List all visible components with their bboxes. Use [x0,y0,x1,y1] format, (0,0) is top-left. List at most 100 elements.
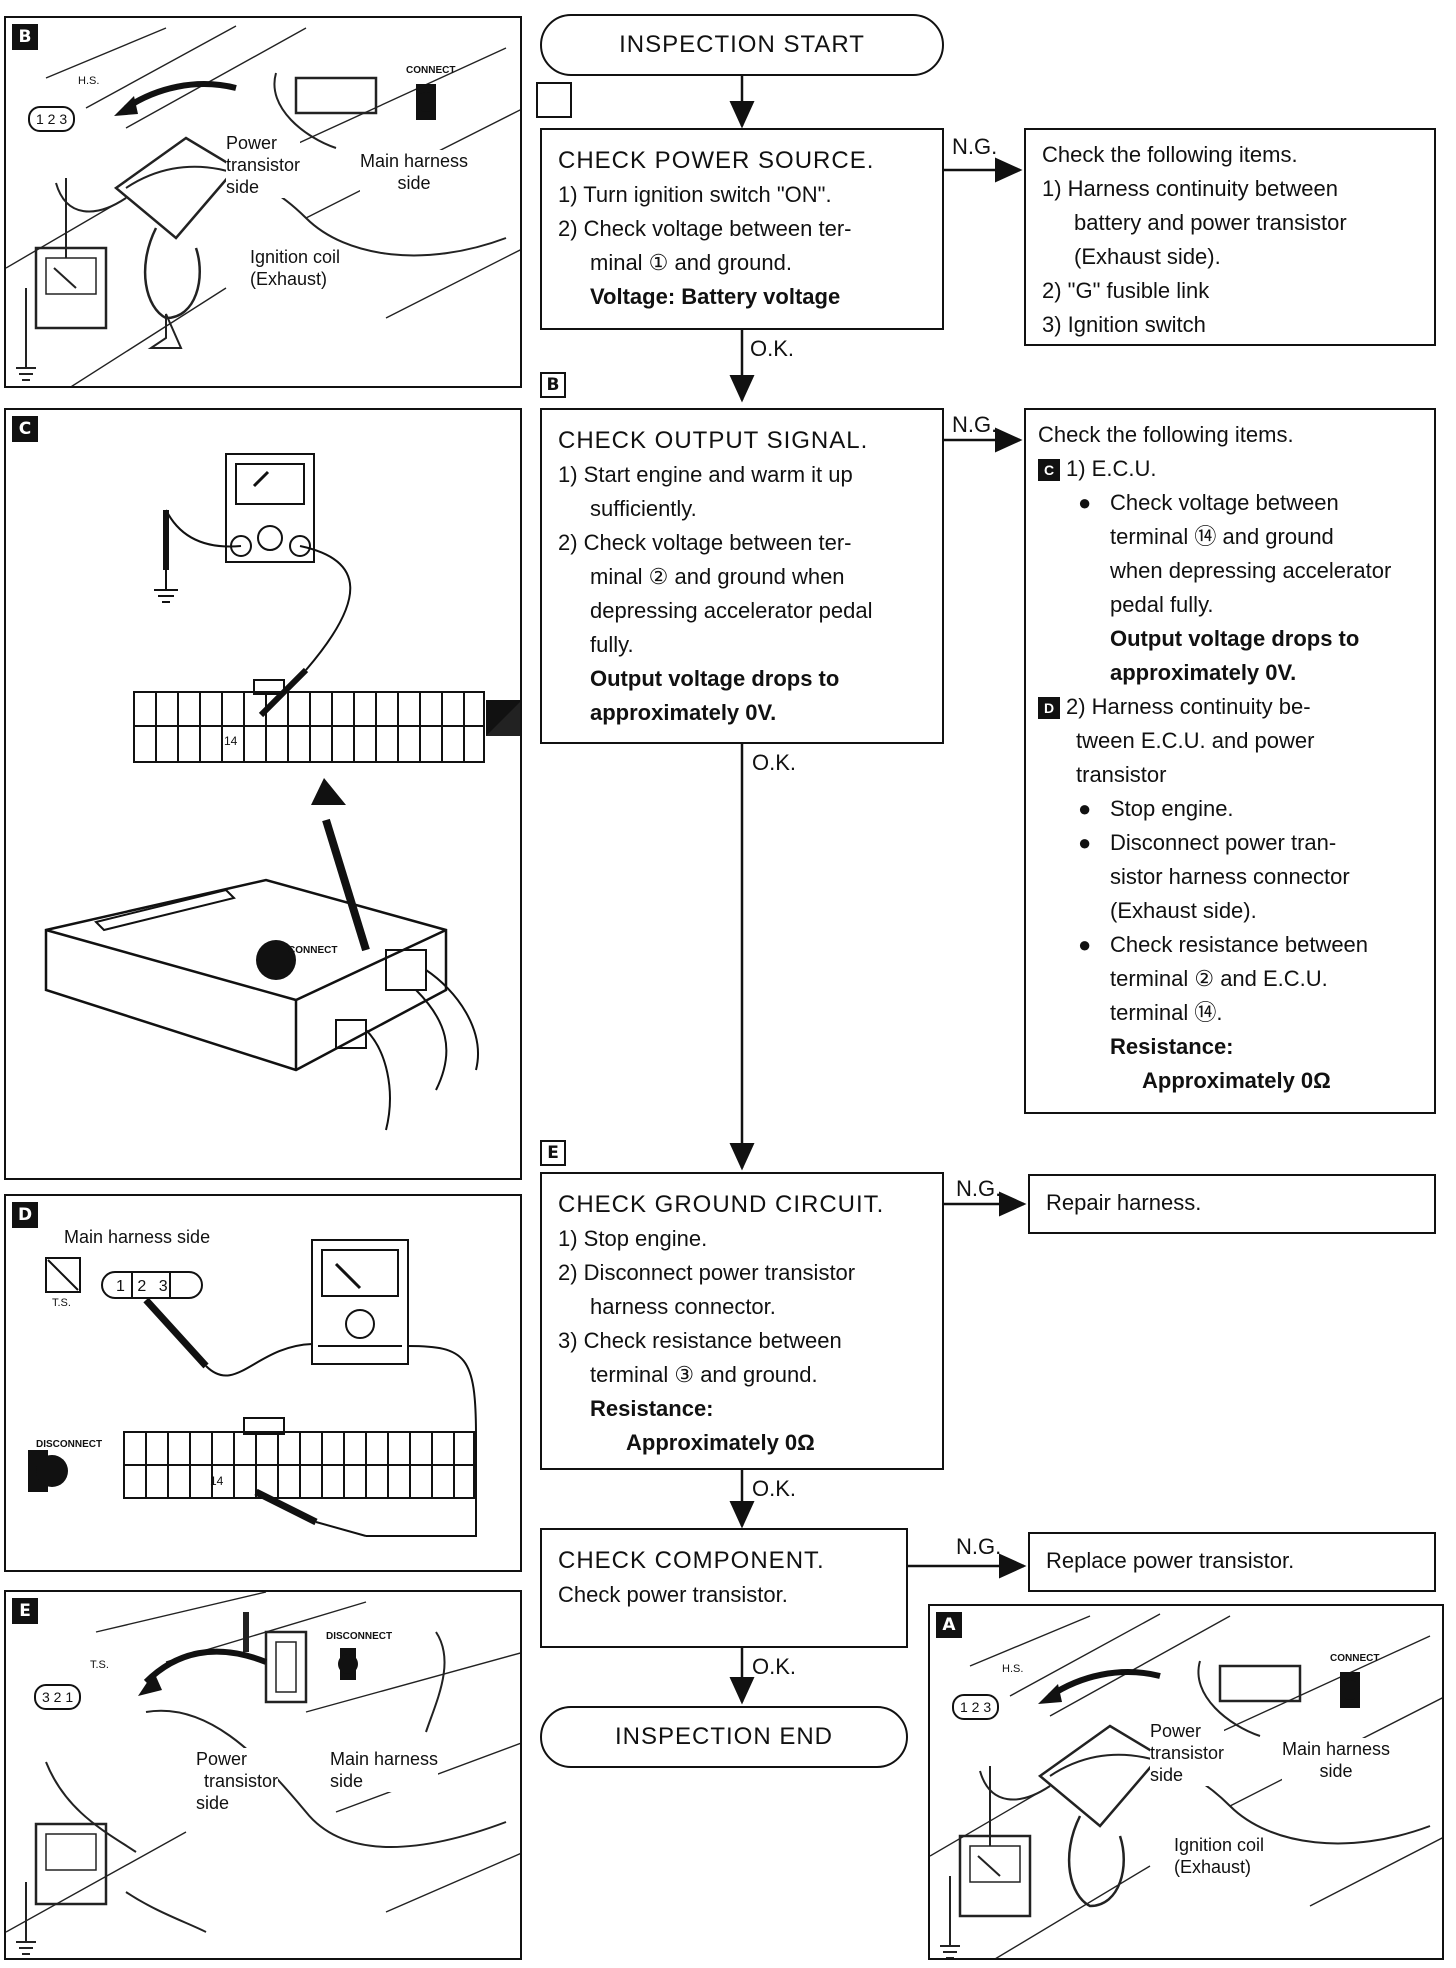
connect-label: CONNECT [1330,1653,1380,1664]
step-line: Check power transistor. [558,1582,788,1607]
step-marker-e: E [540,1140,566,1166]
panel-c-ecu-voltage: C H.S. 14 CONNECT [4,408,522,1180]
panel-e-ground-circuit: E T.S. DISCONNECT 3 2 1 Power transistor… [4,1590,522,1960]
step-line: 2) Check voltage between ter- [558,530,852,555]
ng-line: terminal ② and E.C.U. [1110,966,1328,991]
main-harness-side-label: Main harness side [1282,1738,1391,1782]
main-harness-side-title: Main harness side [64,1227,211,1247]
ng-label: N.G. [956,1176,1002,1201]
ng-box-component: Replace power transistor. [1028,1532,1436,1592]
step-spec: Voltage: Battery voltage [590,284,841,309]
step-spec: Approximately 0Ω [626,1430,815,1455]
step-title: CHECK COMPONENT. [558,1547,825,1574]
power-transistor-side-label: Power transistor side [196,1748,279,1814]
hs-badge: H.S. [1002,1663,1024,1675]
ng-line: terminal ⑭ and ground [1110,524,1334,549]
ok-label: O.K. [752,1476,797,1501]
ng-line: 3) Ignition switch [1042,312,1206,337]
step-marker-b: B [540,372,566,398]
panel-b-engine-bay: B H.S. CONNECT 1 2 3 Power transistor si… [4,16,522,388]
engine-bay-illustration [6,25,520,386]
ng-title: Check the following items. [1042,142,1298,167]
ng-title: Repair harness. [1046,1190,1202,1215]
ng-bullet: ●Check resistance between [1078,932,1369,957]
ts-badge: T.S. [52,1297,71,1309]
step-marker-blank [536,82,572,118]
ignition-coil-label: Ignition coil (Exhaust) [1174,1834,1265,1878]
ng-label: N.G. [956,1534,1002,1559]
ng-spec: Approximately 0Ω [1142,1068,1331,1093]
step-title: CHECK POWER SOURCE. [558,147,875,174]
ng-box-ground-circuit: Repair harness. [1028,1174,1436,1234]
ng-box-power-source: Check the following items. 1) Harness co… [1024,128,1436,346]
ng-title: Check the following items. [1038,422,1294,447]
step-line: minal ① and ground. [590,250,792,275]
panel-marker: A [936,1612,962,1638]
step-line: sufficiently. [590,496,697,521]
step-line: terminal ③ and ground. [590,1362,818,1387]
step-line: minal ② and ground when [590,564,845,589]
step-line: 2) Disconnect power transistor [558,1260,856,1285]
panel-a-engine-bay: A H.S. CONNECT 1 2 3 Power transistor si… [928,1604,1444,1960]
step-check-component: CHECK COMPONENT. Check power transistor. [540,1528,908,1648]
ng-label: N.G. [952,412,998,437]
step-title: CHECK GROUND CIRCUIT. [558,1191,885,1218]
step-line: fully. [590,632,634,657]
ok-label: O.K. [752,1654,797,1679]
ng-spec: Resistance: [1110,1034,1234,1059]
hs-badge: H.S. [78,75,100,87]
step-title: CHECK OUTPUT SIGNAL. [558,427,869,454]
ng-line: (Exhaust side). [1110,898,1257,923]
ng-line: (Exhaust side). [1074,244,1221,269]
ng-line: terminal ⑭. [1110,1000,1223,1025]
panel-marker: C [12,416,38,442]
ng-line: when depressing accelerator [1110,558,1392,583]
ng-line: sistor harness connector [1110,864,1350,889]
step-line: 1) Stop engine. [558,1226,708,1251]
terminal-connector: 1 2 3 [116,1278,172,1295]
step-line: 2) Check voltage between ter- [558,216,852,241]
terminal-connector: 1 2 3 [952,1694,1000,1720]
power-transistor-side-label: Power transistor side [226,132,301,198]
step-line: 3) Check resistance between [558,1328,842,1353]
panel-d-resistance-check: D Main harness side T.S. 1 2 3 DISCONNEC… [4,1194,522,1572]
ng-line: 2) "G" fusible link [1042,278,1210,303]
ng-spec: approximately 0V. [1110,660,1297,685]
terminal-14-label: 14 [224,734,238,748]
inspection-end: INSPECTION END [540,1706,908,1768]
ok-label: O.K. [752,750,797,775]
ng-line: pedal fully. [1110,592,1214,617]
step-spec: approximately 0V. [590,700,777,725]
main-harness-side-label: Main harness side [360,150,469,194]
power-transistor-side-label: Power transistor side [1150,1720,1225,1786]
ng-spec: Output voltage drops to [1110,626,1360,651]
ng-line: battery and power transistor [1074,210,1347,235]
panel-marker: B [12,24,38,50]
ng-line: transistor [1076,762,1167,787]
ts-badge: T.S. [90,1659,109,1671]
step-line: 1) Turn ignition switch "ON". [558,182,832,207]
hs-badge: H.S. [488,745,510,757]
marker-d: D [1038,697,1060,720]
ng-title: Replace power transistor. [1046,1548,1295,1573]
ok-label: O.K. [750,336,795,361]
ecu-voltage-illustration [44,453,520,1131]
ng-line: 1) Harness continuity between [1042,176,1338,201]
terminal-connector: 3 2 1 [34,1684,82,1710]
step-check-output-signal: CHECK OUTPUT SIGNAL. 1) Start engine and… [540,408,944,744]
inspection-start: INSPECTION START [540,14,944,76]
step-spec: Output voltage drops to [590,666,840,691]
step-line: harness connector. [590,1294,776,1319]
panel-marker: D [12,1202,38,1228]
terminal-connector: 1 2 3 [28,106,76,132]
disconnect-label: DISCONNECT [36,1439,103,1450]
disconnect-label: DISCONNECT [326,1631,393,1642]
ignition-coil-label: Ignition coil (Exhaust) [250,246,341,290]
marker-c: C [1038,459,1060,482]
ng-line: tween E.C.U. and power [1076,728,1315,753]
connect-label: CONNECT [288,945,338,956]
panel-marker: E [12,1598,38,1624]
